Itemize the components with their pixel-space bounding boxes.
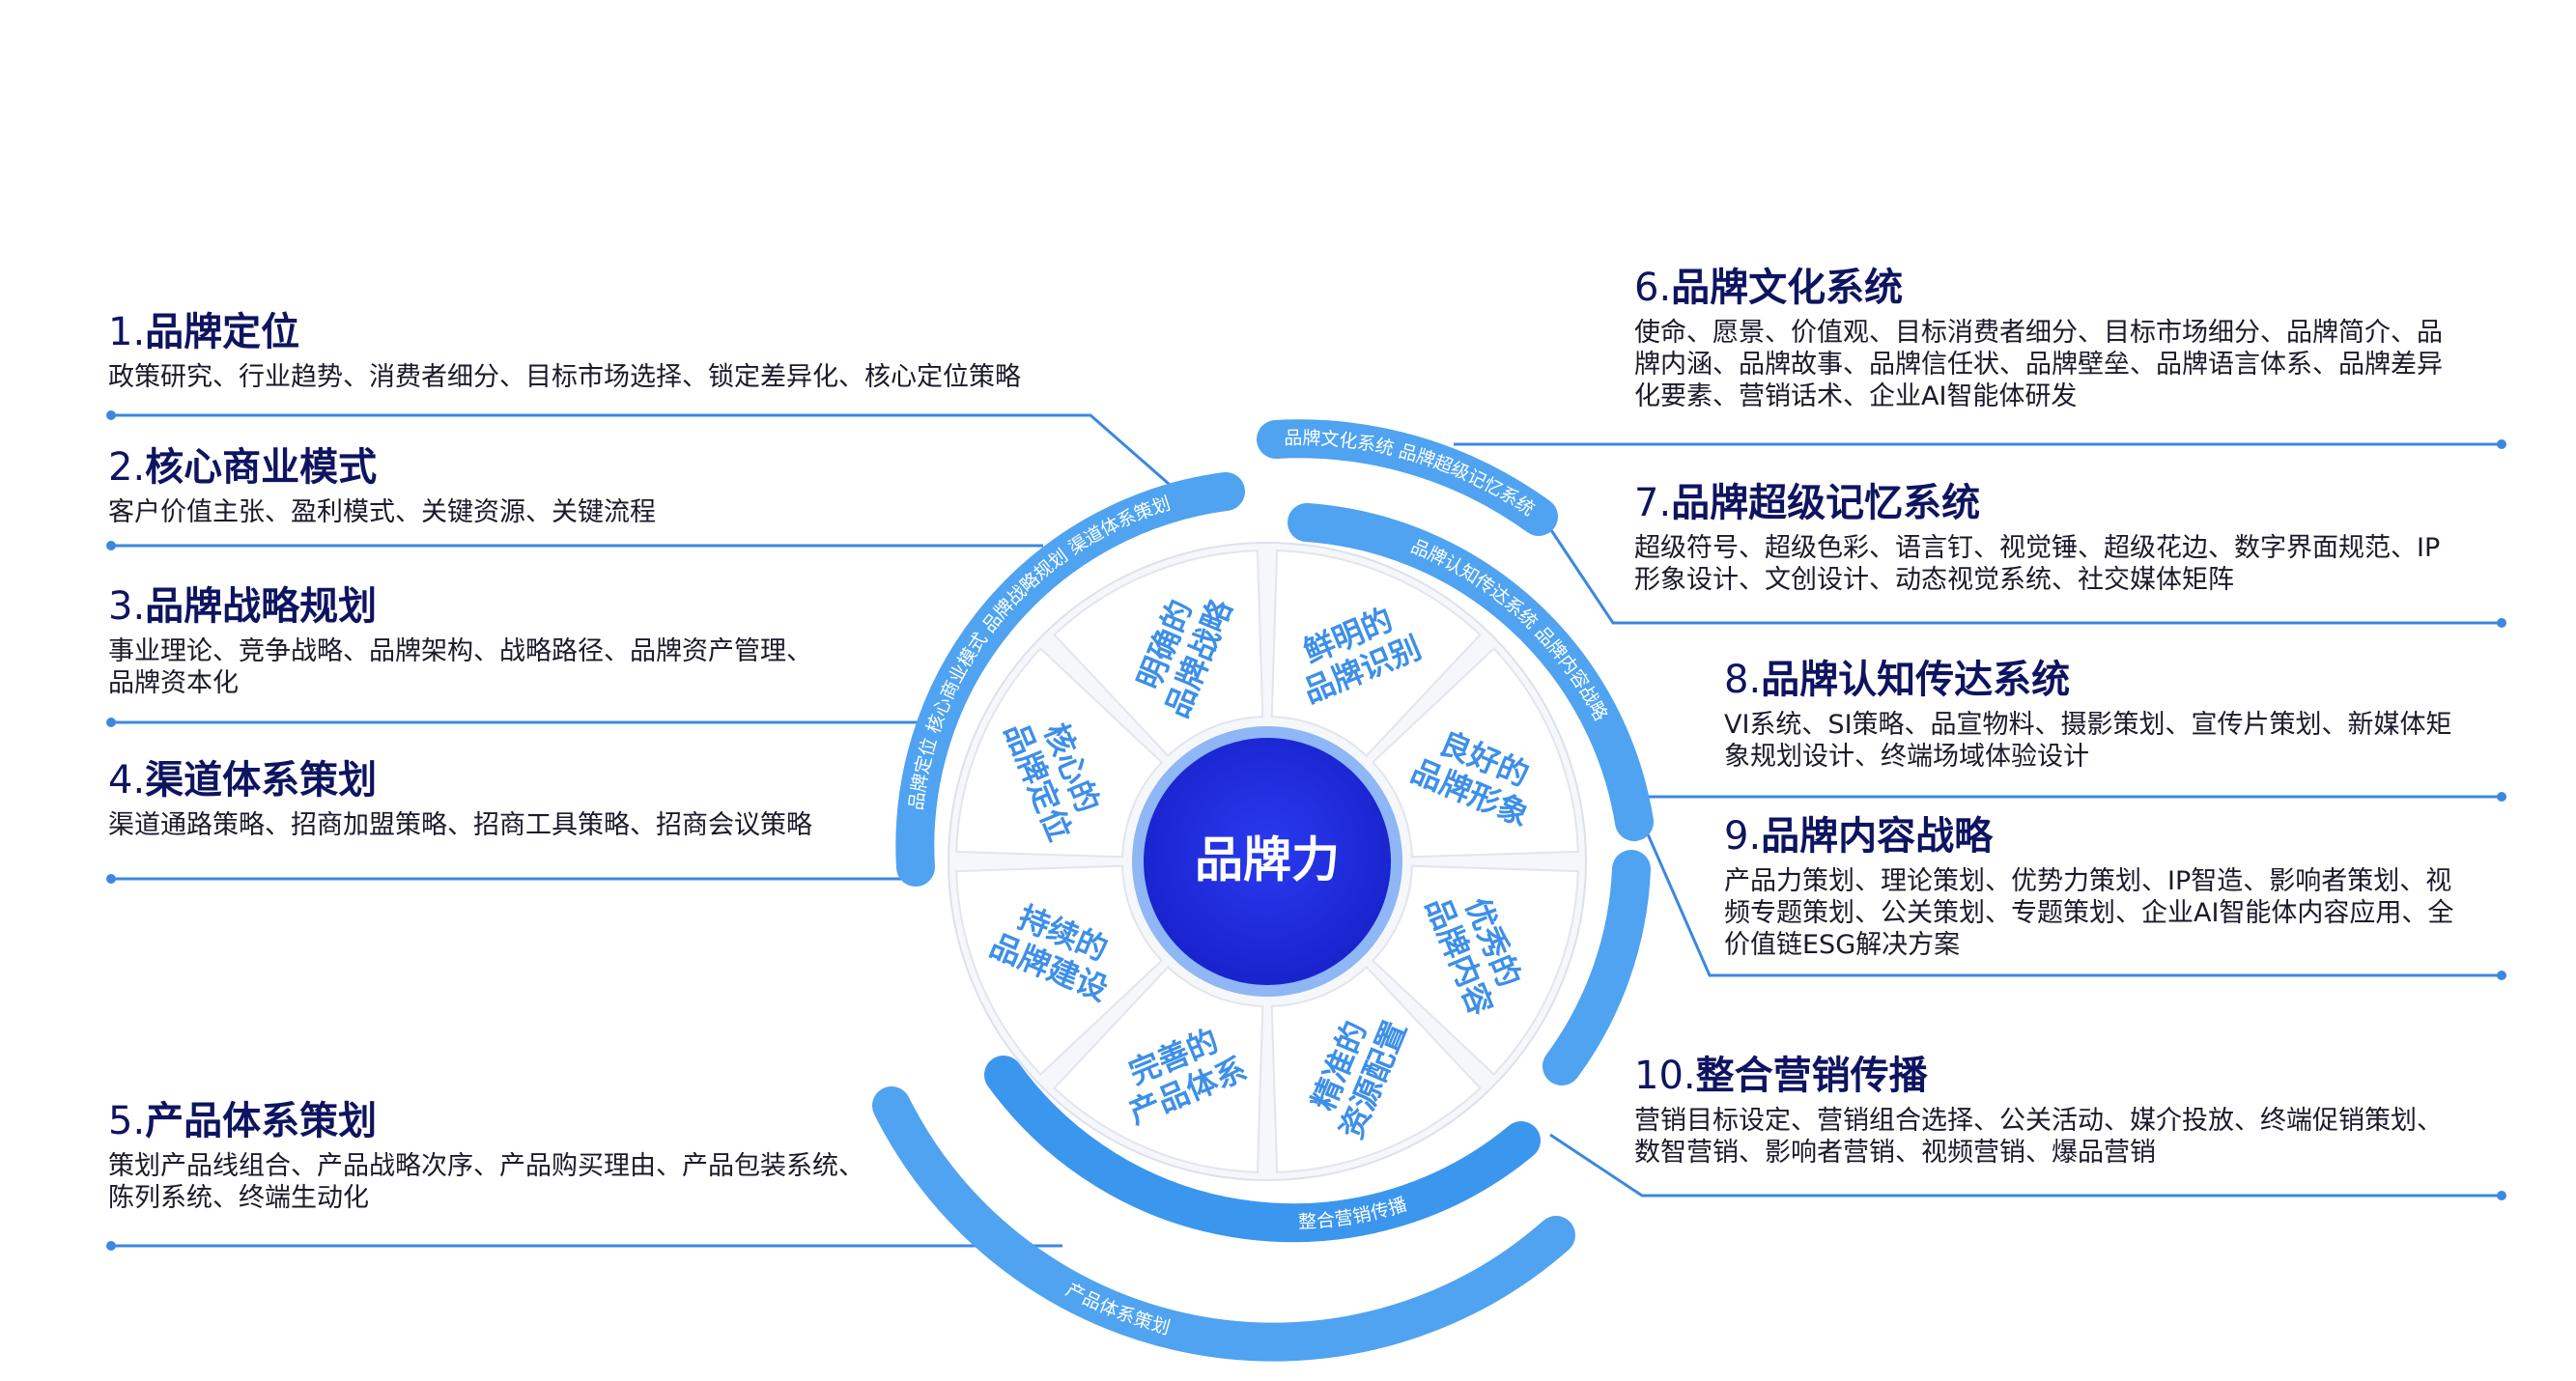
section-2-desc: 客户价值主张、盈利模式、关键资源、关键流程 xyxy=(108,497,656,527)
section-7-title: 7.品牌超级记忆系统 xyxy=(1634,481,1981,525)
arc-right xyxy=(1288,503,1654,841)
leader-dot-3 xyxy=(106,718,116,727)
section-1-title: 1.品牌定位 xyxy=(108,310,300,354)
inner-segments: 明确的品牌战略鲜明的品牌识别良好的品牌形象优秀的品牌内容精准的资源配置完善的产品… xyxy=(955,550,1579,1173)
leader-dot-5 xyxy=(106,1241,116,1251)
leader-lines xyxy=(106,410,2506,1251)
leader-dot-2 xyxy=(106,541,116,550)
section-6: 6.品牌文化系统 使命、愿景、价值观、目标消费者细分、目标市场细分、品牌简介、品… xyxy=(1634,263,2443,412)
section-6-desc: 使命、愿景、价值观、目标消费者细分、目标市场细分、品牌简介、品牌内涵、品牌故事、… xyxy=(1634,318,2443,411)
inner-segment xyxy=(1371,647,1579,859)
inner-segment xyxy=(1053,965,1264,1173)
section-3: 3.品牌战略规划 事业理论、竞争战略、品牌架构、战略路径、品牌资产管理、品牌资本… xyxy=(108,581,812,699)
section-5-title: 5.产品体系策划 xyxy=(108,1099,378,1143)
section-10: 10.整合营销传播 营销目标设定、营销组合选择、公关活动、媒介投放、终端促销策划… xyxy=(1634,1051,2443,1169)
center-circle xyxy=(1144,738,1391,985)
center-label: 品牌力 xyxy=(1195,832,1340,888)
arc-left xyxy=(895,472,1245,887)
leader-dot-1 xyxy=(106,410,116,420)
leader-line-7 xyxy=(1543,521,2502,625)
inner-segment xyxy=(1371,864,1579,1076)
section-3-title: 3.品牌战略规划 xyxy=(108,584,378,629)
section-4-desc: 渠道通路策略、招商加盟策略、招商工具策略、招商会议策略 xyxy=(108,810,812,840)
arc-bottom-outer xyxy=(872,1086,1575,1362)
leader-dot-10 xyxy=(2497,1191,2506,1200)
arc-bottom-inner xyxy=(984,1056,1541,1243)
leader-line-9 xyxy=(1640,820,2502,977)
leader-line-10 xyxy=(1549,1133,2502,1198)
inner-segment xyxy=(1053,550,1264,758)
section-1-desc: 政策研究、行业趋势、消费者细分、目标市场选择、锁定差异化、核心定位策略 xyxy=(108,362,1021,392)
section-8: 8.品牌认知传达系统 VI系统、SI策略、品宣物料、摄影策划、宣传片策划、新媒体… xyxy=(1724,655,2452,773)
section-5: 5.产品体系策划 策划产品线组合、产品战略次序、产品购买理由、产品包装系统、陈列… xyxy=(108,1096,864,1214)
section-9: 9.品牌内容战略 产品力策划、理论策划、优势力策划、IP智造、影响者策划、视频专… xyxy=(1724,811,2453,961)
section-8-desc: VI系统、SI策略、品宣物料、摄影策划、宣传片策划、新媒体矩象规划设计、终端场域… xyxy=(1724,710,2452,772)
section-4: 4.渠道体系策划 渠道通路策略、招商加盟策略、招商工具策略、招商会议策略 xyxy=(108,755,812,841)
inner-segment xyxy=(955,864,1164,1076)
section-5-desc: 策划产品线组合、产品战略次序、产品购买理由、产品包装系统、陈列系统、终端生动化 xyxy=(108,1151,864,1213)
leader-dot-8 xyxy=(2497,792,2506,802)
section-8-title: 8.品牌认知传达系统 xyxy=(1724,658,2071,702)
section-10-desc: 营销目标设定、营销组合选择、公关活动、媒介投放、终端促销策划、数智营销、影响者营… xyxy=(1634,1106,2443,1168)
section-9-title: 9.品牌内容战略 xyxy=(1724,814,1994,859)
section-6-title: 6.品牌文化系统 xyxy=(1634,266,1904,310)
leader-dot-6 xyxy=(2497,439,2506,449)
section-3-desc: 事业理论、竞争战略、品牌架构、战略路径、品牌资产管理、品牌资本化 xyxy=(108,636,812,698)
section-4-title: 4.渠道体系策划 xyxy=(108,758,378,803)
outer-arcs xyxy=(872,419,1654,1362)
section-2: 2.核心商业模式 客户价值主张、盈利模式、关键资源、关键流程 xyxy=(108,442,656,528)
section-2-title: 2.核心商业模式 xyxy=(108,445,378,490)
leader-line-1 xyxy=(111,413,1193,506)
leader-dot-9 xyxy=(2497,971,2506,980)
arc-right-lower xyxy=(1543,850,1651,1085)
leader-dot-7 xyxy=(2497,618,2506,628)
inner-segment xyxy=(1270,550,1482,758)
section-1: 1.品牌定位 政策研究、行业趋势、消费者细分、目标市场选择、锁定差异化、核心定位… xyxy=(108,307,1021,393)
section-7: 7.品牌超级记忆系统 超级符号、超级色彩、语言钉、视觉锤、超级花边、数字界面规范… xyxy=(1634,478,2440,596)
inner-segment xyxy=(1270,965,1482,1173)
leader-dot-4 xyxy=(106,874,116,884)
section-9-desc: 产品力策划、理论策划、优势力策划、IP智造、影响者策划、视频专题策划、公关策划、… xyxy=(1724,866,2454,960)
arc-top-right xyxy=(1257,419,1558,536)
section-10-title: 10.整合营销传播 xyxy=(1634,1054,1928,1098)
inner-segment xyxy=(955,647,1164,859)
